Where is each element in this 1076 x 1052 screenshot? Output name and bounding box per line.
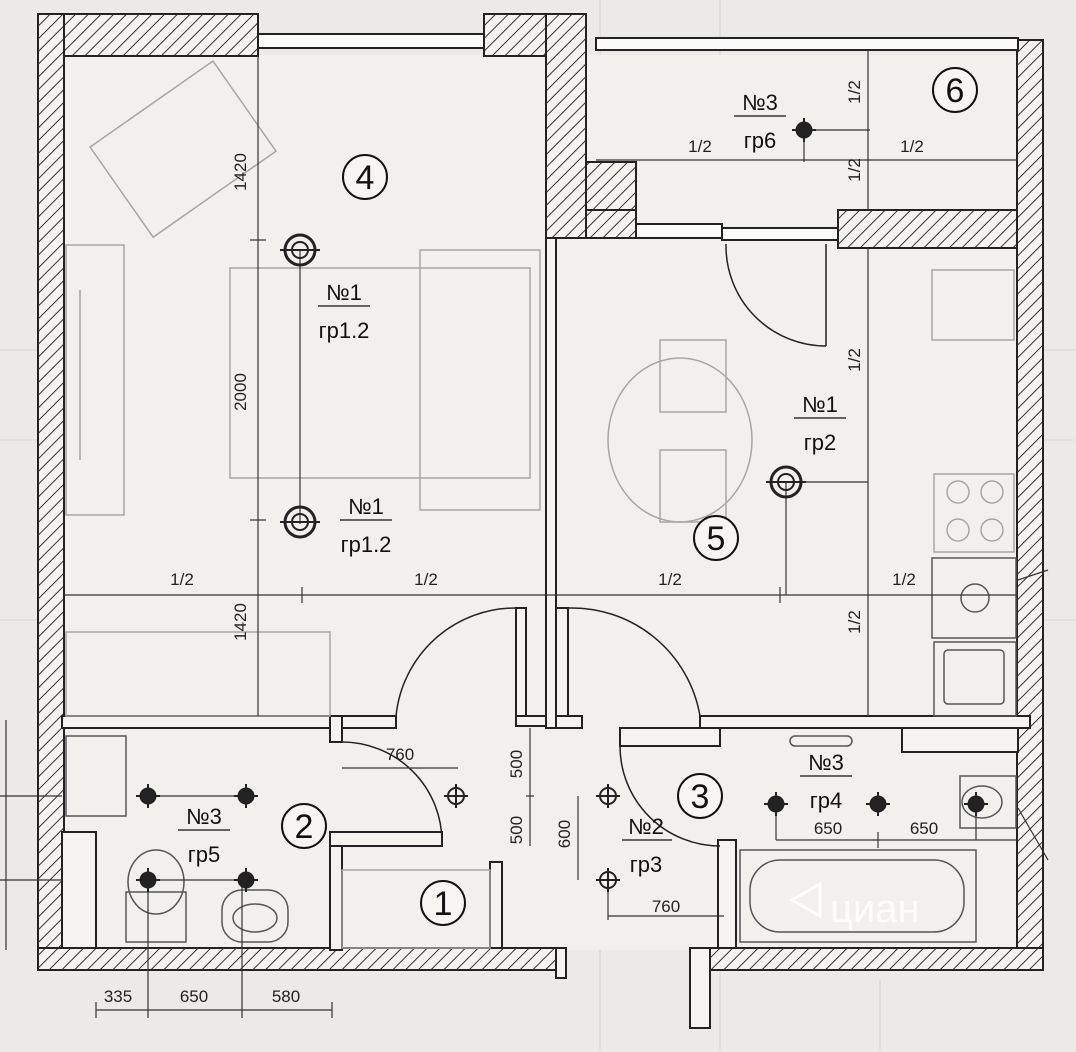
dimension-label: 1/2: [845, 158, 864, 182]
dimension-label: 760: [652, 897, 680, 916]
dimension-lines: [0, 50, 1049, 1018]
light-fixtures: [136, 118, 988, 892]
ceiling-light-icon: [280, 505, 320, 539]
fixture-group: гр3: [630, 852, 663, 877]
dimension-label: 500: [507, 750, 526, 778]
watermark-logo-icon: [788, 881, 822, 919]
room-number-3: 3: [691, 778, 710, 816]
dimension-label: 1/2: [845, 80, 864, 104]
room-markers: [281, 67, 978, 926]
dimension-label: 1420: [231, 153, 250, 191]
windows: [257, 33, 1019, 241]
dimension-label: 335: [104, 987, 132, 1006]
dimension-label: 650: [180, 987, 208, 1006]
fixture-group: гр4: [810, 788, 843, 813]
fixture-number: №3: [742, 90, 778, 115]
room-number-2: 2: [295, 808, 314, 846]
dimension-label: 1/2: [688, 137, 712, 156]
wall-light-icon: [596, 784, 620, 808]
fixture-number: №1: [326, 280, 362, 305]
spot-light-icon: [792, 118, 816, 142]
fixture-group: гр6: [744, 128, 777, 153]
fixture-group: гр5: [188, 842, 221, 867]
spot-light-icon: [136, 868, 160, 892]
spot-light-icon: [234, 868, 258, 892]
fixture-group: гр1.2: [341, 532, 392, 557]
ceiling-light-icon: [766, 465, 806, 499]
dimension-label: 1/2: [900, 137, 924, 156]
watermark: циан: [788, 881, 920, 931]
spot-light-icon: [234, 784, 258, 808]
dimension-label: 1/2: [414, 570, 438, 589]
wall-light-icon: [596, 868, 620, 892]
dimension-label: 1420: [231, 603, 250, 641]
spot-light-icon: [764, 792, 788, 816]
dimension-label: 2000: [231, 373, 250, 411]
ceiling-light-icon: [280, 233, 320, 267]
fixture-number: №1: [348, 494, 384, 519]
dimension-label: 580: [272, 987, 300, 1006]
wall-light-icon: [444, 784, 468, 808]
spot-light-icon: [136, 784, 160, 808]
fixture-group: гр2: [804, 430, 837, 455]
spot-light-icon: [964, 792, 988, 816]
watermark-text: циан: [830, 887, 920, 931]
dimension-label: 500: [507, 816, 526, 844]
room-number-4: 4: [356, 159, 375, 197]
room-number-5: 5: [707, 520, 726, 558]
fixture-number: №3: [808, 750, 844, 775]
fixture-number: №3: [186, 804, 222, 829]
dimension-label: 1/2: [892, 570, 916, 589]
fixture-number: №1: [802, 392, 838, 417]
fixture-group: гр1.2: [319, 318, 370, 343]
dimension-label: 1/2: [170, 570, 194, 589]
spot-light-icon: [866, 792, 890, 816]
dimension-label: 760: [386, 745, 414, 764]
dimension-label: 1/2: [845, 348, 864, 372]
room-number-1: 1: [434, 885, 453, 923]
dimension-label: 650: [814, 819, 842, 838]
dimension-label: 1/2: [845, 610, 864, 634]
furniture: [65, 59, 1017, 949]
dimension-label: 600: [555, 820, 574, 848]
room-number-6: 6: [946, 72, 965, 110]
dimension-label: 650: [910, 819, 938, 838]
fixture-number: №2: [628, 814, 664, 839]
partitions: [61, 237, 1031, 1029]
door-swings: [341, 243, 827, 847]
dimension-label: 1/2: [658, 570, 682, 589]
